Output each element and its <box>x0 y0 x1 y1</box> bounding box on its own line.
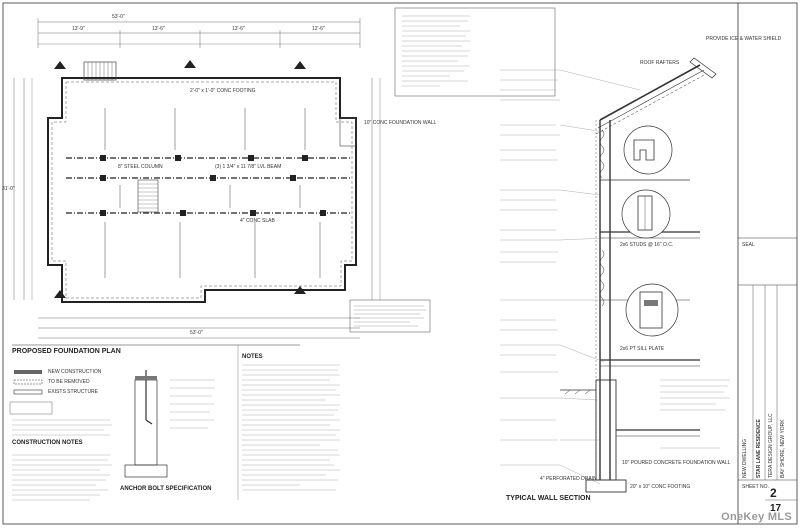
sheet-border <box>2 2 798 525</box>
project-address: BAY SHORE, NEW YORK <box>780 419 786 478</box>
small-note-box <box>9 401 53 415</box>
legend-existing-structure: EXISTS STRUCTURE <box>48 389 99 395</box>
construction-notes-title: CONSTRUCTION NOTES <box>12 440 83 446</box>
steel-columns <box>100 155 326 216</box>
callout-note-lines <box>354 305 426 327</box>
callout-note-box <box>349 299 431 333</box>
foundation-wall-outer <box>47 77 357 303</box>
legend <box>12 344 300 395</box>
notes-title: NOTES <box>242 354 263 360</box>
anchor-bolt-notes <box>170 379 215 429</box>
construction-notes-lines <box>12 419 112 501</box>
section-label-ridge: PROVIDE ICE & WATER SHIELD <box>706 36 782 42</box>
section-markers <box>54 60 306 298</box>
leader-lines <box>559 69 641 485</box>
plan-label-footing: 2'-0" x 1'-0" CONC FOOTING <box>190 88 256 94</box>
footing-outline <box>51 81 353 299</box>
dim-overall-bottom: 53'-0" <box>190 330 203 336</box>
dim-left: 31'-0" <box>2 186 15 192</box>
section-label-drain: 4" PERFORATED DRAIN <box>540 476 597 482</box>
drawing-name: STAR LANE RESIDENCE <box>756 419 762 478</box>
legend-to-be-removed: TO BE REMOVED <box>48 379 90 385</box>
anchor-bolt-title: ANCHOR BOLT SPECIFICATION <box>120 486 212 492</box>
foundation-plan <box>13 18 381 339</box>
section-label-wall: 2x6 STUDS @ 16" O.C. <box>620 242 674 248</box>
seal-label: SEAL <box>742 242 755 248</box>
dim-overall-top: 53'-0" <box>112 14 125 20</box>
detail-circle-3 <box>625 283 679 337</box>
plan-label-slab: 4" CONC SLAB <box>240 218 275 224</box>
plan-title: PROPOSED FOUNDATION PLAN <box>12 348 121 355</box>
wall-section-title: TYPICAL WALL SECTION <box>506 495 591 502</box>
typical-wall-section <box>560 57 717 493</box>
watermark: OneKey MLS <box>721 511 792 523</box>
dim-seg-1: 13'-9" <box>72 26 85 32</box>
firm-name: TERA DESIGN GROUP, LLC <box>768 413 774 478</box>
wall-section-notes <box>500 69 730 466</box>
plan-label-lvl-beam: (3) 1 3/4" x 11 7/8" LVL BEAM <box>215 164 282 170</box>
general-notes-lines <box>402 15 470 87</box>
plan-label-foundation-wall: 10" CONC FOUNDATION WALL <box>364 120 437 126</box>
plan-label-steel-column: 8" STEEL COLUMN <box>118 164 163 170</box>
project-name: NEW DWELLING <box>742 438 748 478</box>
dim-seg-2: 13'-6" <box>152 26 165 32</box>
sheet-label: SHEET NO. <box>742 484 769 490</box>
detail-circle-1 <box>623 125 673 175</box>
section-label-footing: 20" x 10" CONC FOOTING <box>630 484 691 490</box>
sheet-number: 2 <box>770 486 777 500</box>
section-label-foundation: 10" POURED CONCRETE FOUNDATION WALL <box>622 460 731 466</box>
detail-circle-2 <box>621 189 671 239</box>
dim-seg-4: 12'-6" <box>312 26 325 32</box>
legend-new-construction: NEW CONSTRUCTION <box>48 369 102 375</box>
notes-lines <box>242 364 340 491</box>
section-label-roof: ROOF RAFTERS <box>640 60 680 66</box>
section-label-sill: 2x6 PT SILL PLATE <box>620 346 665 352</box>
general-notes-box <box>394 7 556 97</box>
sheet-total: 17 <box>770 503 782 514</box>
dim-seg-3: 13'-6" <box>232 26 245 32</box>
anchor-bolt-detail <box>124 370 168 478</box>
